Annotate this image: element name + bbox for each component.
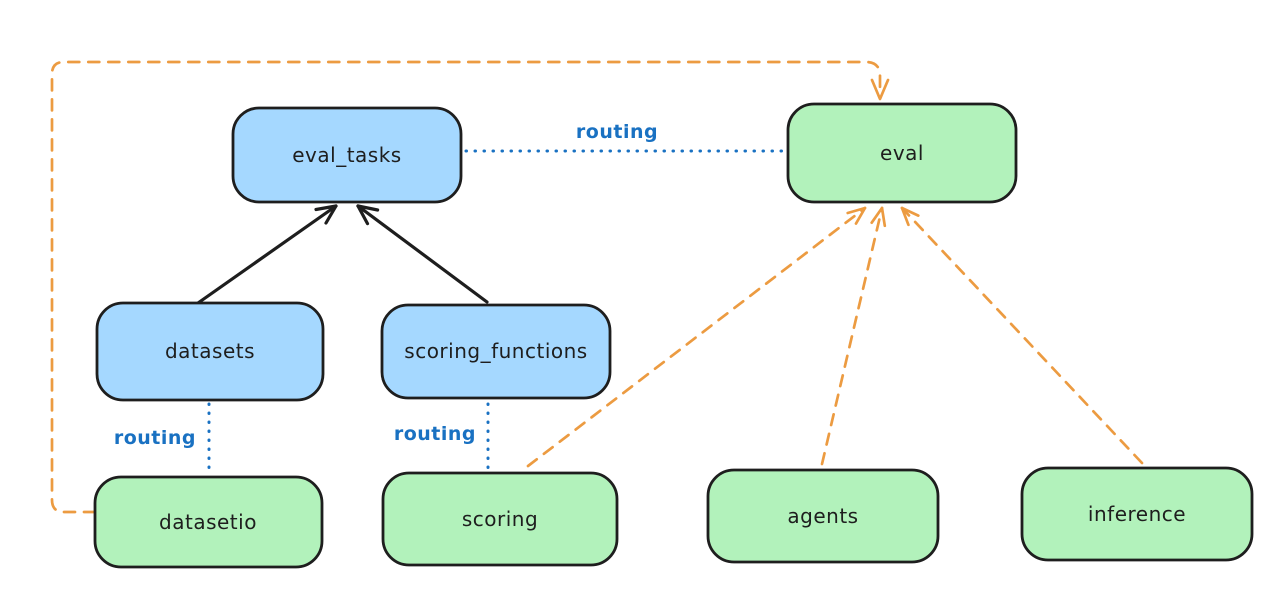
edge-datasets-to-eval-tasks[interactable] bbox=[196, 204, 338, 305]
node-eval-tasks-label: eval_tasks bbox=[292, 143, 401, 167]
node-datasetio-label: datasetio bbox=[159, 510, 257, 534]
node-scoring-functions-label: scoring_functions bbox=[404, 339, 587, 363]
node-datasets-label: datasets bbox=[165, 339, 255, 363]
node-inference-label: inference bbox=[1088, 502, 1186, 526]
arrowhead-agents-to-eval bbox=[870, 206, 887, 228]
edge-scoring-to-eval[interactable] bbox=[526, 206, 867, 468]
node-scoring-label: scoring bbox=[462, 507, 538, 531]
edge-inference-to-eval[interactable] bbox=[900, 206, 1144, 465]
arrowhead-datasetio-to-eval bbox=[870, 78, 890, 101]
arrowhead-datasets-to-eval-tasks bbox=[314, 204, 338, 225]
routing-label-eval-tasks-eval[interactable]: routing bbox=[576, 121, 658, 143]
node-agents-label: agents bbox=[787, 504, 858, 528]
node-inference[interactable]: inference bbox=[1020, 466, 1254, 562]
edge-datasetio-to-eval[interactable] bbox=[50, 60, 882, 514]
arrowhead-scoring-functions-to-eval-tasks bbox=[356, 204, 380, 226]
node-eval-label: eval bbox=[880, 141, 924, 165]
arrowhead-inference-to-eval bbox=[900, 206, 920, 227]
node-eval[interactable]: eval bbox=[786, 102, 1018, 204]
arrowhead-scoring-to-eval bbox=[846, 206, 867, 225]
node-eval-tasks[interactable]: eval_tasks bbox=[231, 106, 463, 204]
node-agents[interactable]: agents bbox=[706, 468, 940, 564]
edge-scoring-functions-to-eval-tasks[interactable] bbox=[356, 204, 489, 304]
edge-agents-to-eval[interactable] bbox=[820, 206, 884, 466]
node-scoring[interactable]: scoring bbox=[381, 471, 619, 567]
node-datasetio[interactable]: datasetio bbox=[93, 475, 324, 569]
routing-label-datasets-datasetio[interactable]: routing bbox=[114, 427, 196, 449]
routing-label-scoring-functions-scoring[interactable]: routing bbox=[394, 423, 476, 445]
node-datasets[interactable]: datasets bbox=[95, 301, 325, 402]
node-scoring-functions[interactable]: scoring_functions bbox=[380, 303, 612, 400]
